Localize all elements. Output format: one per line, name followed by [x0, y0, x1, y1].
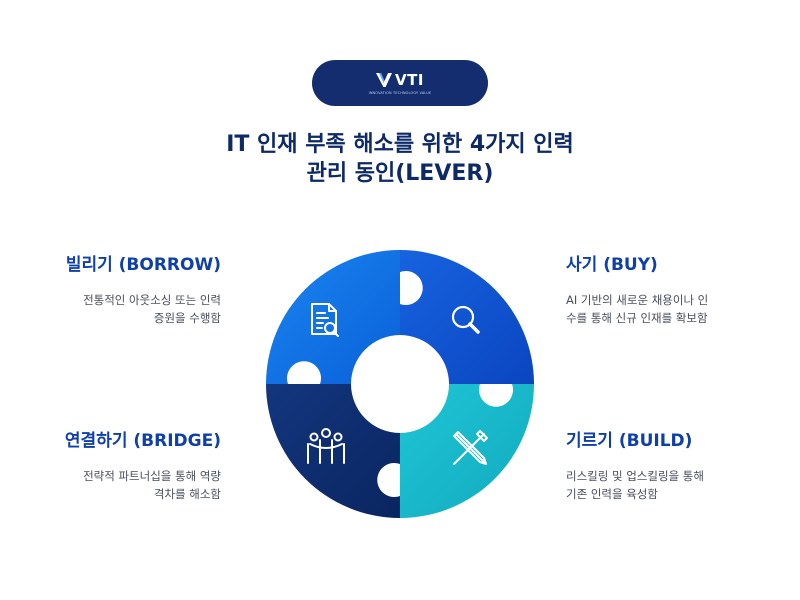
- vti-logo-mark-icon: [376, 73, 393, 87]
- lever-borrow-description: 전통적인 아웃소싱 또는 인력 증원을 수행함: [21, 291, 221, 327]
- lever-build-block: 기르기 (BUILD) 리스킬링 및 업스킬링을 통해 기존 인력을 육성함: [566, 430, 766, 503]
- lever-borrow-title: 빌리기 (BORROW): [65, 255, 221, 275]
- lever-bridge-description: 전략적 파트너십을 통해 역량 격차를 해소함: [21, 467, 221, 503]
- document-search-icon: [311, 303, 339, 337]
- lever-buy-title: 사기 (BUY): [566, 255, 658, 275]
- lever-build-desc-line-1: 리스킬링 및 업스킬링을 통해: [566, 469, 704, 483]
- lever-borrow-block: 빌리기 (BORROW) 전통적인 아웃소싱 또는 인력 증원을 수행함: [21, 254, 221, 327]
- team-partnership-icon: [307, 428, 345, 464]
- logo-wordmark: VTI: [395, 71, 424, 89]
- title-line-1: IT 인재 부족 해소를 위한 4가지 인력: [226, 132, 574, 157]
- page-title: IT 인재 부족 해소를 위한 4가지 인력 관리 동인(LEVER): [0, 130, 800, 188]
- tools-icon: [453, 430, 488, 465]
- lever-buy-description: AI 기반의 새로운 채용이나 인 수를 통해 신규 인재를 확보함: [566, 291, 766, 327]
- lever-buy-desc-line-1: AI 기반의 새로운 채용이나 인: [566, 293, 709, 307]
- vti-logo: VTI INNOVATION TECHNOLOGY VALUE: [312, 60, 488, 106]
- logo-tagline: INNOVATION TECHNOLOGY VALUE: [368, 91, 432, 95]
- puzzle-ring-diagram: [266, 250, 534, 518]
- lever-bridge-desc-line-1: 전략적 파트너십을 통해 역량: [83, 469, 221, 483]
- lever-build-description: 리스킬링 및 업스킬링을 통해 기존 인력을 육성함: [566, 467, 766, 503]
- lever-bridge-title: 연결하기 (BRIDGE): [64, 431, 221, 451]
- lever-bridge-desc-line-2: 격차를 해소함: [153, 487, 221, 501]
- title-line-2: 관리 동인(LEVER): [306, 161, 494, 186]
- puzzle-piece-buy: [400, 250, 534, 384]
- lever-build-desc-line-2: 기존 인력을 육성함: [566, 487, 658, 501]
- lever-buy-block: 사기 (BUY) AI 기반의 새로운 채용이나 인 수를 통해 신규 인재를 …: [566, 254, 766, 327]
- magnifier-icon: [451, 305, 480, 334]
- lever-build-title: 기르기 (BUILD): [566, 431, 693, 451]
- lever-buy-desc-line-2: 수를 통해 신규 인재를 확보함: [566, 311, 708, 325]
- lever-borrow-desc-line-1: 전통적인 아웃소싱 또는 인력: [83, 293, 221, 307]
- lever-bridge-block: 연결하기 (BRIDGE) 전략적 파트너십을 통해 역량 격차를 해소함: [21, 430, 221, 503]
- puzzle-piece-borrow: [266, 250, 400, 384]
- lever-borrow-desc-line-2: 증원을 수행함: [153, 311, 221, 325]
